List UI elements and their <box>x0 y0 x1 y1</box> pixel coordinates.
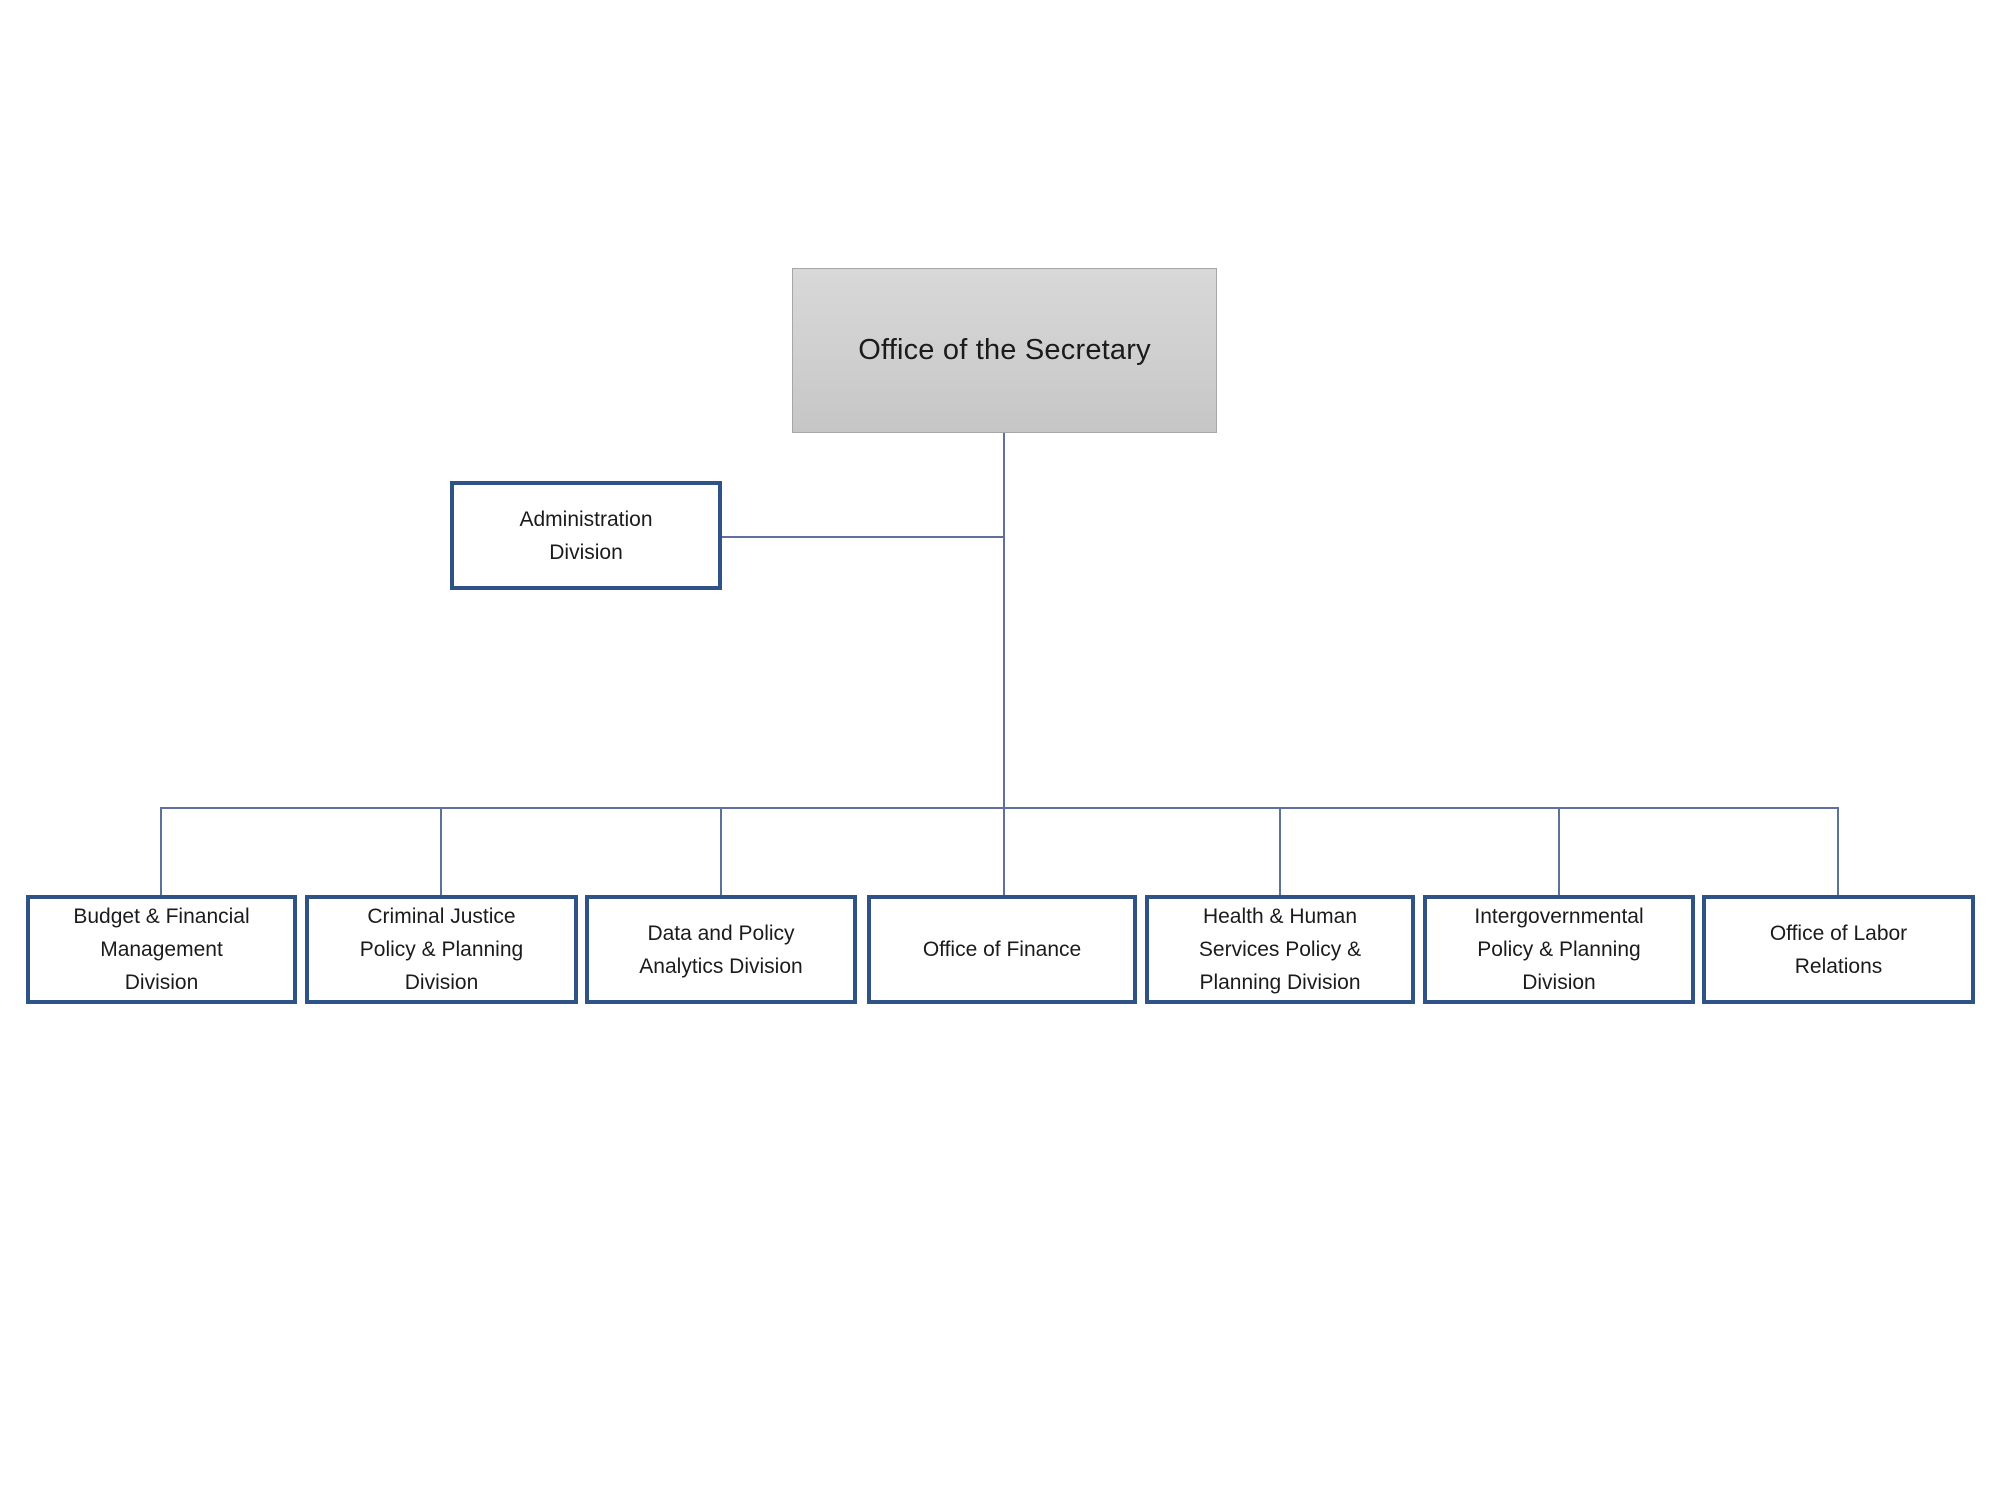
child-node-label: Budget & Financial Management Division <box>73 905 250 994</box>
root-node-label: Office of the Secretary <box>858 334 1151 366</box>
child-node-label: Data and Policy Analytics Division <box>639 921 803 978</box>
connector-stub-3 <box>720 807 722 895</box>
connector-stub-5 <box>1279 807 1281 895</box>
child-node-intergovernmental-policy-planning: Intergovernmental Policy & Planning Divi… <box>1423 895 1695 1004</box>
child-node-office-of-finance: Office of Finance <box>867 895 1137 1004</box>
child-node-office-of-labor-relations: Office of Labor Relations <box>1702 895 1975 1004</box>
staff-node-label: Administration Division <box>519 507 653 564</box>
connector-staff-horizontal <box>722 536 1004 538</box>
connector-bus-horizontal <box>160 807 1839 809</box>
child-node-label: Office of Finance <box>922 938 1082 961</box>
connector-stub-1 <box>160 807 162 895</box>
child-node-label: Criminal Justice Policy & Planning Divis… <box>359 905 524 994</box>
child-node-label: Intergovernmental Policy & Planning Divi… <box>1474 905 1644 994</box>
child-node-data-policy-analytics: Data and Policy Analytics Division <box>585 895 857 1004</box>
child-node-label: Health & Human Services Policy & Plannin… <box>1198 905 1362 994</box>
child-node-label: Office of Labor Relations <box>1769 921 1908 978</box>
child-node-criminal-justice-policy-planning: Criminal Justice Policy & Planning Divis… <box>305 895 578 1004</box>
staff-node-administration-division: Administration Division <box>450 481 722 590</box>
connector-root-vertical <box>1003 433 1005 895</box>
child-node-budget-financial-management: Budget & Financial Management Division <box>26 895 297 1004</box>
child-node-health-human-services-policy-planning: Health & Human Services Policy & Plannin… <box>1145 895 1415 1004</box>
connector-stub-7 <box>1837 807 1839 895</box>
root-node-office-of-the-secretary: Office of the Secretary <box>792 268 1217 433</box>
connector-stub-2 <box>440 807 442 895</box>
connector-stub-6 <box>1558 807 1560 895</box>
